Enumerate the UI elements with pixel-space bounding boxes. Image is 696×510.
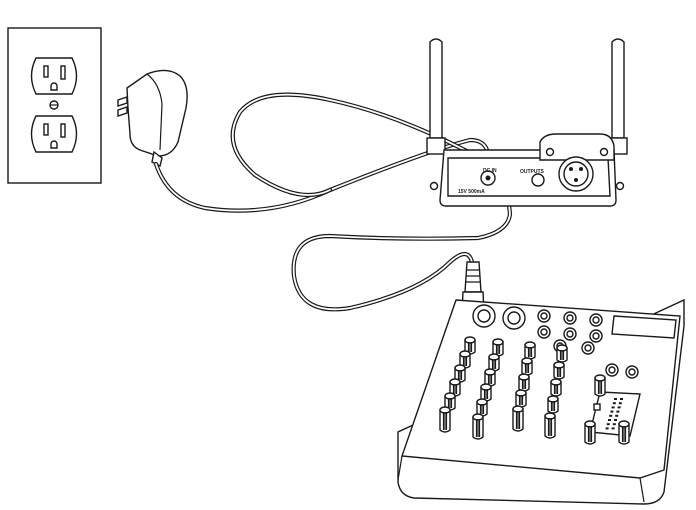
mixer-knob — [547, 395, 559, 414]
mixer-knob — [472, 413, 484, 440]
wireless-receiver-icon: DC IN 15V 500mA OUTPUTS — [426, 38, 628, 207]
mixer-knob — [544, 412, 556, 439]
power-rating-label: 15V 500mA — [458, 189, 485, 195]
power-adapter-icon — [117, 69, 188, 168]
meter-led — [617, 406, 621, 409]
mixer-knob — [556, 344, 568, 363]
dc-in-label: DC IN — [483, 168, 497, 174]
outputs-label: OUTPUTS — [520, 169, 545, 175]
mixer-jack — [589, 313, 603, 327]
meter-led — [606, 423, 610, 426]
meter-led — [608, 419, 611, 421]
mixer-knob — [584, 420, 596, 445]
mixer-jack — [537, 309, 551, 323]
mixer-jack — [589, 329, 603, 343]
meter-led — [612, 402, 616, 405]
meter-led — [620, 398, 623, 400]
mixer-knob — [515, 389, 527, 408]
mixer-knob — [553, 361, 565, 380]
mixer-jack — [625, 365, 639, 379]
mixer-jack — [605, 363, 619, 377]
mixer-jack — [563, 311, 577, 325]
meter-led — [615, 414, 619, 417]
meter-led — [609, 414, 613, 417]
mixer-knob — [512, 405, 524, 432]
meter-led — [612, 423, 616, 426]
power-cable-loop — [230, 92, 483, 198]
meter-led — [605, 427, 609, 430]
mixer-knob — [524, 341, 536, 360]
mixer-knob — [488, 353, 500, 372]
mixer-knob — [459, 350, 471, 369]
meter-led — [616, 410, 620, 413]
mixer-knob — [439, 406, 451, 433]
mixer-knob — [518, 373, 530, 392]
mixer-knob — [618, 420, 630, 445]
mixer-jack — [563, 327, 577, 341]
meter-led — [618, 402, 622, 405]
meter-led — [611, 406, 615, 409]
meter-led — [610, 410, 614, 413]
mixer-knob — [594, 374, 606, 397]
mixer-knob — [550, 378, 562, 397]
mixer-knob — [521, 357, 533, 376]
mixer-button — [593, 403, 601, 411]
meter-led — [611, 427, 615, 430]
wall-outlet-icon — [7, 27, 102, 184]
audio-mixer-icon — [397, 298, 685, 505]
mixer-jack — [581, 341, 595, 355]
meter-led — [614, 398, 617, 400]
mixer-jack — [537, 325, 551, 339]
meter-led — [614, 419, 617, 421]
mixer-knob — [484, 368, 496, 387]
